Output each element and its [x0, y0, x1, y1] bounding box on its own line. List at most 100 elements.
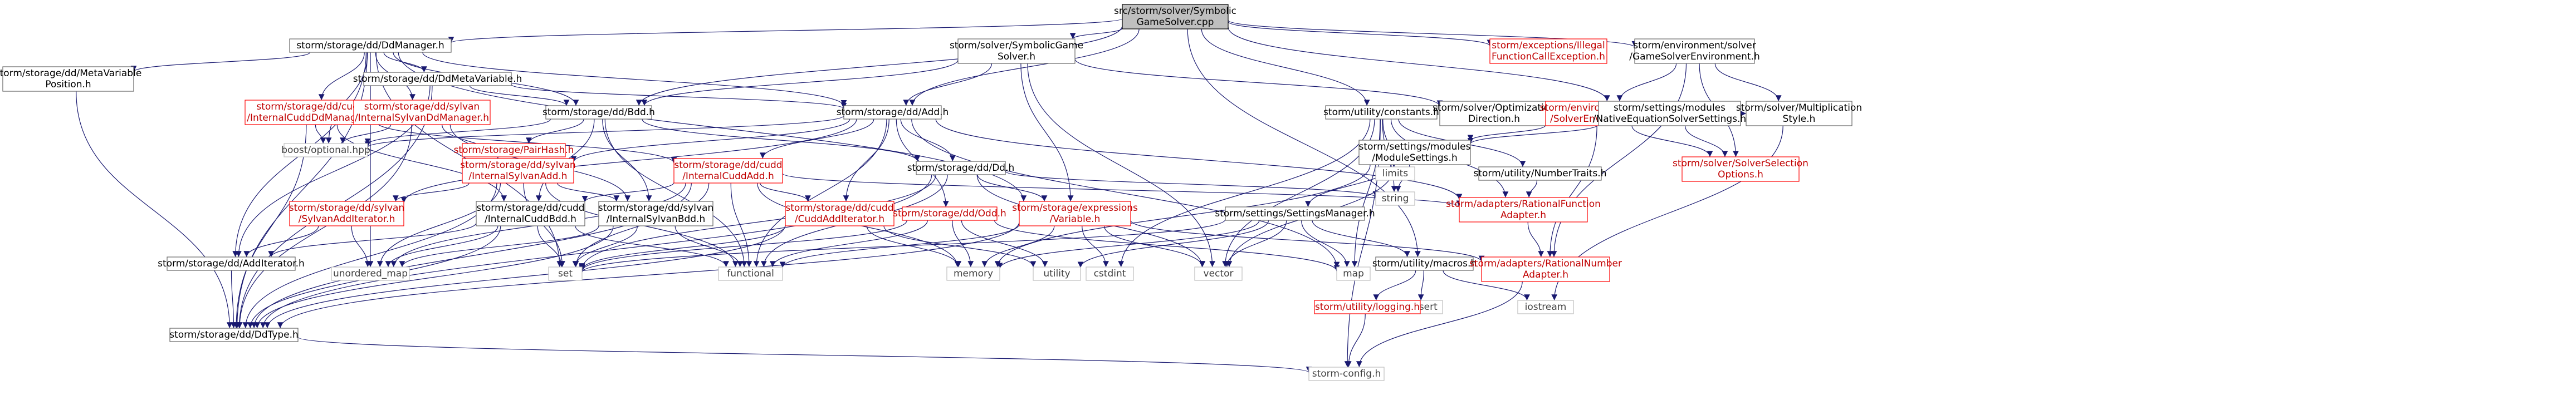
node-box	[1122, 4, 1229, 29]
node-ddtype[interactable]: storm/storage/dd/DdType.h	[169, 328, 299, 342]
include-edge-internalcuddbdd-to-functional	[575, 225, 729, 268]
node-label: storm/storage/dd/Bdd.h	[542, 107, 655, 118]
include-edge-symgamesolver_h-to-expvar	[1020, 63, 1074, 202]
node-box	[545, 105, 652, 120]
node-macros[interactable]: storm/utility/macros.h	[1372, 256, 1477, 271]
include-edge-internalsylvanbdd-to-ddtype	[254, 225, 614, 329]
include-edge-expvar-to-cstdint	[1082, 225, 1109, 268]
node-label: memory	[954, 268, 993, 279]
node-box	[1314, 300, 1421, 314]
node-expvar[interactable]: storm/storage/expressions/Variable.h	[1012, 201, 1138, 226]
node-box	[1517, 300, 1574, 314]
node-label: vector	[1204, 268, 1234, 279]
node-internalsylvanadd[interactable]: storm/storage/dd/sylvan/InternalSylvanAd…	[460, 158, 576, 184]
node-box	[1336, 266, 1371, 281]
node-box	[1375, 166, 1415, 181]
node-label: storm/adapters/RationalNumber	[1469, 258, 1622, 269]
include-edge-solverenv-to-ratnum	[1547, 125, 1597, 258]
include-edge-ddtype-to-stormconfig	[297, 337, 1312, 373]
node-internalsylvanbdd[interactable]: storm/storage/dd/sylvan/InternalSylvanBd…	[598, 201, 713, 226]
node-label: storm/utility/constants.h	[1323, 107, 1439, 118]
include-edge-ratnum-to-stormconfig	[1356, 281, 1523, 368]
include-edge-macros-to-cassert	[1417, 270, 1424, 301]
node-label: storm/solver/SymbolicGame	[950, 40, 1083, 51]
include-edge-settingsmgr-to-map	[1301, 220, 1350, 268]
node-dd[interactable]: storm/storage/dd/Dd.h	[907, 161, 1015, 175]
include-edge-symgamesolver_h-to-vector	[1027, 63, 1216, 268]
node-logging[interactable]: storm/utility/logging.h	[1314, 300, 1421, 314]
node-internalcuddbdd[interactable]: storm/storage/dd/cudd/InternalCuddBdd.h	[476, 201, 585, 226]
node-iostream: iostream	[1517, 300, 1574, 314]
node-box	[331, 266, 410, 281]
node-label: storm/storage/dd/DdMetaVariable.h	[353, 73, 522, 85]
include-edge-internalcuddadd-to-internalcuddbdd	[581, 182, 674, 202]
include-edge-macros-to-iostream	[1443, 270, 1530, 301]
include-edge-expvar-to-memory	[981, 225, 1055, 268]
include-edge-additerator-to-ddtype	[231, 270, 237, 329]
node-parhash[interactable]: storm/storage/PairHash.h	[454, 143, 574, 157]
include-edge-cuddaddit-to-ddtype	[264, 224, 786, 329]
node-ddmanager[interactable]: storm/storage/dd/DdManager.h	[289, 38, 452, 53]
node-add[interactable]: storm/storage/dd/Add.h	[837, 105, 949, 120]
node-numbertraits[interactable]: storm/utility/NumberTraits.h	[1474, 166, 1607, 181]
node-box	[289, 38, 452, 53]
node-label: storm/utility/logging.h	[1315, 302, 1420, 313]
node-bdd[interactable]: storm/storage/dd/Bdd.h	[542, 105, 655, 120]
node-box	[957, 38, 1076, 64]
node-internalcuddadd[interactable]: storm/storage/dd/cudd/InternalCuddAdd.h	[673, 158, 783, 184]
node-label: storm/exceptions/Illegal	[1492, 40, 1605, 51]
node-modulesettings[interactable]: storm/settings/modules/ModuleSettings.h	[1358, 140, 1471, 165]
node-box	[1634, 38, 1755, 64]
node-label: map	[1343, 268, 1364, 279]
node-label: FunctionCallException.h	[1492, 51, 1605, 62]
node-box	[1194, 266, 1243, 281]
include-edge-settingsmgr-to-memory	[996, 220, 1260, 269]
node-label: /InternalCuddDdManager.h	[247, 112, 374, 124]
node-label: /InternalSylvanDdManager.h	[355, 112, 489, 124]
node-gamesolverenv[interactable]: storm/environment/solver/GameSolverEnvir…	[1629, 38, 1760, 64]
node-label: Adapter.h	[1523, 269, 1568, 280]
node-cuddaddit[interactable]: storm/storage/dd/cudd/CuddAddIterator.h	[785, 201, 894, 226]
include-edge-nativeeq-to-modulesettings	[1467, 124, 1599, 145]
node-label: storm/storage/dd/DdType.h	[169, 329, 299, 340]
node-settingsmgr[interactable]: storm/settings/SettingsManager.h	[1215, 206, 1375, 221]
node-box	[916, 161, 1006, 175]
node-internalsylvanmgr[interactable]: storm/storage/dd/sylvan/InternalSylvanDd…	[353, 100, 491, 125]
node-label: /InternalCuddBdd.h	[485, 214, 576, 225]
node-label: /InternalSylvanBdd.h	[607, 214, 706, 225]
node-label: set	[558, 268, 573, 279]
node-label: storm/storage/dd/Dd.h	[907, 162, 1015, 174]
node-nativeeq[interactable]: storm/settings/modules/NativeEquationSol…	[1593, 101, 1746, 126]
include-edge-ratfunc-to-ratnum	[1527, 221, 1544, 258]
node-box	[1308, 367, 1385, 381]
node-label: storm/solver/SolverSelection	[1673, 158, 1808, 169]
node-label: /InternalCuddAdd.h	[682, 171, 774, 182]
include-edge-internalsylvanadd-to-sylvanaddit	[393, 182, 470, 202]
include-edge-root-to-ddmanager	[448, 18, 1123, 43]
node-additerator[interactable]: storm/storage/dd/AddIterator.h	[158, 256, 305, 271]
include-edge-internalcuddadd-to-cuddaddit	[760, 182, 811, 202]
node-label: storm/solver/Optimization	[1433, 102, 1556, 113]
node-sylvanaddit[interactable]: storm/storage/dd/sylvan/SylvanAddIterato…	[289, 201, 404, 226]
node-illegalfunc[interactable]: storm/exceptions/IllegalFunctionCallExce…	[1489, 38, 1607, 64]
include-edge-add-to-internalsylvanadd	[570, 118, 850, 162]
include-edge-add-to-functional	[753, 118, 887, 268]
include-edge-ddmanager-to-internalcuddmgr	[318, 52, 365, 101]
node-label: unordered_map	[333, 268, 408, 279]
node-odd[interactable]: storm/storage/dd/Odd.h	[893, 206, 1006, 221]
node-label: storm/storage/dd/sylvan	[598, 202, 713, 214]
node-constants[interactable]: storm/utility/constants.h	[1323, 105, 1439, 120]
node-ddmetavar[interactable]: storm/storage/dd/DdMetaVariable.h	[353, 72, 522, 86]
include-edge-sylvanaddit-to-additerator	[243, 225, 319, 258]
include-edge-symgamesolver_h-to-add	[903, 63, 993, 106]
include-edge-add-to-map	[911, 118, 1340, 268]
